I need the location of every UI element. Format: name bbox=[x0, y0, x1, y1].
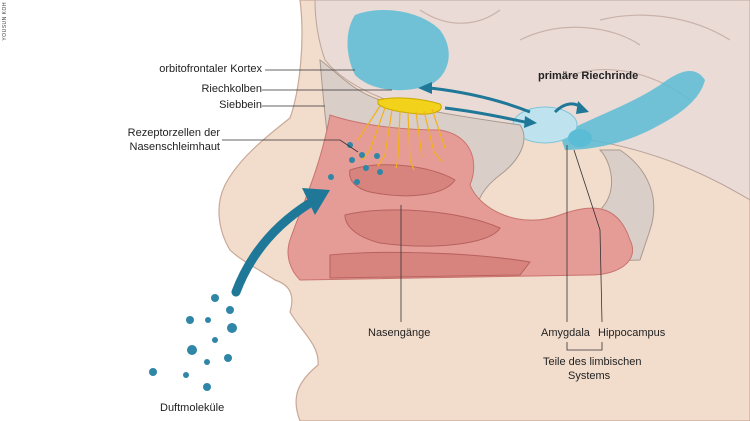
label-amygdala: Amygdala bbox=[541, 327, 590, 339]
label-limbic-system-line1: Teile des limbischen bbox=[543, 356, 642, 368]
label-orbitofrontal-cortex: orbitofrontaler Kortex bbox=[159, 63, 262, 75]
olfactory-bulb bbox=[377, 97, 442, 115]
label-receptor-cells-line2: Nasenschleimhaut bbox=[129, 141, 221, 153]
nasal-turbinate-lower bbox=[344, 209, 501, 247]
olfactory-pathway-arrowhead bbox=[524, 116, 537, 128]
olfactory-pathway-arrow bbox=[444, 106, 526, 124]
airflow-arrowhead bbox=[302, 188, 330, 215]
airflow-arrow bbox=[231, 198, 315, 297]
orbitofrontal-pathway-arrowhead bbox=[418, 82, 432, 94]
amygdala-region bbox=[568, 129, 592, 147]
label-hippocampus: Hippocampus bbox=[598, 327, 666, 339]
nasal-turbinate-upper bbox=[349, 164, 456, 197]
label-primary-olfactory-cortex: primäre Riechrinde bbox=[538, 70, 639, 82]
odor-molecules bbox=[149, 142, 383, 391]
label-nasal-passages: Nasengänge bbox=[368, 327, 431, 339]
label-olfactory-bulb: Riechkolben bbox=[201, 83, 262, 95]
label-receptor-cells-line1: Rezeptorzellen der bbox=[127, 127, 220, 139]
orbitofrontal-pathway-arrow bbox=[429, 86, 531, 114]
leader-lines bbox=[222, 69, 603, 351]
hippocampus-pathway-arrowhead bbox=[576, 101, 589, 114]
label-limbic-system-line2: Systems bbox=[568, 370, 611, 382]
hippocampus-region bbox=[560, 70, 705, 150]
nasal-turbinate-bottom bbox=[329, 251, 531, 279]
label-odor-molecules: Duftmoleküle bbox=[160, 402, 225, 414]
label-ethmoid-bone: Siebbein bbox=[219, 99, 262, 111]
orbitofrontal-region bbox=[347, 10, 449, 91]
receptor-cells bbox=[357, 105, 446, 171]
